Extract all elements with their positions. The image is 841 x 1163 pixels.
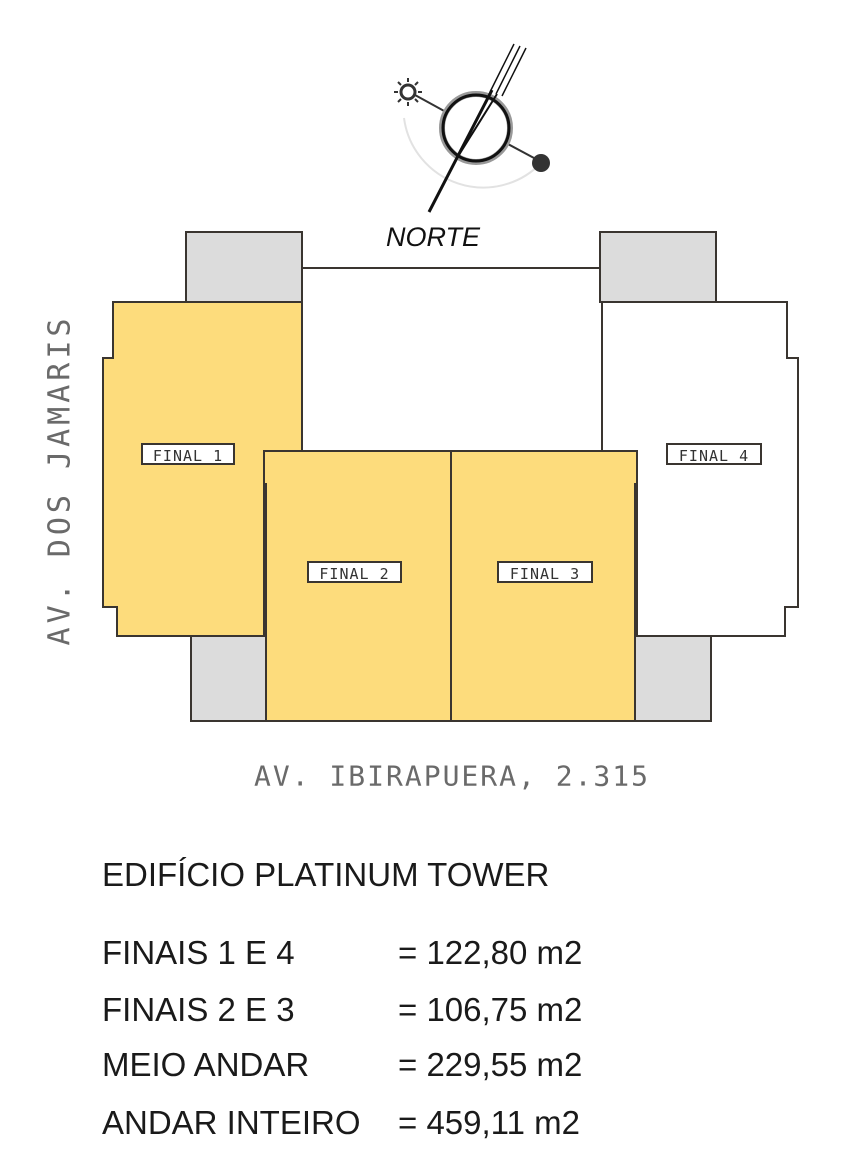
building-title: EDIFÍCIO PLATINUM TOWER [102,856,550,893]
core-bottom-right [634,635,712,722]
area-row: MEIO ANDAR = 229,55 m2 [102,1046,622,1090]
area-label: ANDAR INTEIRO [102,1104,361,1141]
floor-plan [102,43,799,722]
unit-final-2[interactable] [263,450,452,722]
core-bottom-left [190,635,268,722]
area-value: = 459,11 m2 [398,1104,580,1141]
street-label-bottom: AV. IBIRAPUERA, 2.315 [253,759,651,793]
area-value: = 106,75 m2 [398,991,583,1028]
north-label: NORTE [386,222,481,252]
core-top-left [185,231,303,303]
sun-icon [394,78,422,106]
area-value: = 229,55 m2 [398,1046,583,1083]
core-top-right [599,231,717,303]
unit-final-3[interactable] [450,450,638,722]
unit-label-final-4: FINAL 4 [666,443,762,465]
area-row: ANDAR INTEIRO = 459,11 m2 [102,1104,622,1148]
unit-final-1[interactable] [102,301,303,637]
area-value: = 122,80 m2 [398,934,583,971]
moon-icon [532,154,550,172]
compass [394,43,550,213]
unit-label-final-1: FINAL 1 [141,443,235,465]
unit-label-final-2: FINAL 2 [307,561,402,583]
north-arrow-icon [427,43,527,213]
unit-label-final-3: FINAL 3 [497,561,593,583]
sun-moon-arc [403,117,542,189]
area-row: FINAIS 1 E 4 = 122,80 m2 [102,934,622,978]
area-label: FINAIS 2 E 3 [102,991,295,1028]
street-label-left: AV. DOS JAMARIS [42,314,78,646]
area-label: FINAIS 1 E 4 [102,934,295,971]
area-label: MEIO ANDAR [102,1046,310,1083]
area-row: FINAIS 2 E 3 = 106,75 m2 [102,991,622,1035]
